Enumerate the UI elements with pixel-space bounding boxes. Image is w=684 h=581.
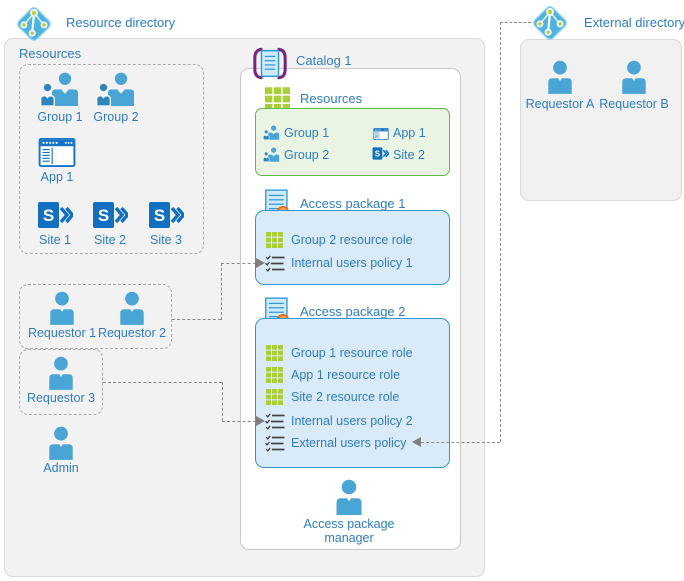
catalog-icon bbox=[252, 46, 288, 82]
requestor-3-icon bbox=[46, 356, 76, 390]
admin-icon bbox=[46, 426, 76, 460]
access-package-1-title: Access package 1 bbox=[300, 196, 406, 211]
site-3-icon bbox=[148, 199, 184, 231]
resource-role-grid-icon bbox=[266, 367, 283, 383]
requestor-a-label: Requestor A bbox=[525, 97, 595, 111]
group-2-label: Group 2 bbox=[93, 110, 139, 124]
catalog-group-2-icon bbox=[263, 147, 280, 162]
connector-requestor3-seg1 bbox=[103, 382, 222, 383]
admin-label: Admin bbox=[43, 461, 79, 475]
requestor-1-icon bbox=[47, 291, 77, 325]
access-package-manager-icon bbox=[333, 479, 365, 515]
requestors-1-2-dashed-box bbox=[19, 284, 172, 349]
site-2-icon bbox=[92, 199, 128, 231]
connector-requestors12-seg3 bbox=[221, 263, 256, 264]
requestor-2-label: Requestor 2 bbox=[97, 326, 167, 340]
arrow-into-external-users-policy bbox=[412, 437, 421, 447]
requestor-a-icon bbox=[545, 60, 575, 94]
ap2-row-label: App 1 resource role bbox=[291, 368, 401, 382]
access-package-manager-label-line1: Access package bbox=[303, 517, 395, 531]
catalog-group-1-icon bbox=[263, 125, 280, 140]
access-package-manager-label-line2: manager bbox=[324, 531, 374, 545]
connector-requestors12-seg1 bbox=[172, 319, 221, 320]
policy-checklist-icon bbox=[265, 255, 285, 272]
app-1-icon bbox=[38, 138, 76, 167]
connector-external-seg3 bbox=[421, 442, 500, 443]
policy-checklist-icon bbox=[265, 413, 285, 430]
site-3-label: Site 3 bbox=[150, 233, 182, 247]
connector-requestor3-seg3 bbox=[222, 421, 256, 422]
catalog-app-1-label: App 1 bbox=[393, 126, 426, 140]
site-1-icon bbox=[37, 199, 73, 231]
connector-external-seg2 bbox=[500, 22, 501, 442]
arrow-into-internal-policy-1 bbox=[256, 258, 265, 268]
requestor-3-label: Requestor 3 bbox=[26, 391, 96, 405]
connector-external-seg1 bbox=[500, 22, 531, 23]
catalog-site-2-label: Site 2 bbox=[393, 148, 425, 162]
catalog-resources-title: Resources bbox=[300, 91, 363, 106]
arrow-into-internal-policy-2 bbox=[256, 416, 265, 426]
site-2-label: Site 2 bbox=[94, 233, 126, 247]
site-1-label: Site 1 bbox=[39, 233, 71, 247]
app-1-label: App 1 bbox=[40, 170, 74, 184]
resource-directory-icon bbox=[12, 2, 56, 46]
requestor-b-label: Requestor B bbox=[599, 97, 669, 111]
external-directory-panel bbox=[520, 39, 682, 201]
ap2-row-label: Internal users policy 2 bbox=[291, 414, 413, 428]
policy-checklist-icon bbox=[265, 435, 285, 452]
catalog-group-1-label: Group 1 bbox=[284, 126, 330, 140]
ap1-row-label: Internal users policy 1 bbox=[291, 256, 413, 270]
catalog-group-2-label: Group 2 bbox=[284, 148, 330, 162]
group-1-label: Group 1 bbox=[37, 110, 83, 124]
ap2-row-label: Group 1 resource role bbox=[291, 346, 413, 360]
requestor-3-dashed-box bbox=[19, 349, 103, 415]
resource-role-grid-icon bbox=[266, 232, 283, 248]
external-directory-icon bbox=[528, 1, 572, 45]
resources-section-title: Resources bbox=[19, 46, 82, 61]
ap1-row-label: Group 2 resource role bbox=[291, 233, 413, 247]
group-1-icon bbox=[40, 72, 80, 106]
ap2-row-label: External users policy bbox=[291, 436, 407, 450]
requestor-2-icon bbox=[117, 291, 147, 325]
catalog-resources-box bbox=[255, 108, 450, 176]
group-2-icon bbox=[96, 72, 136, 106]
resource-role-grid-icon bbox=[266, 389, 283, 405]
catalog-site-2-icon bbox=[372, 146, 389, 161]
resources-dashed-box bbox=[19, 64, 204, 254]
access-package-2-title: Access package 2 bbox=[300, 304, 406, 319]
external-directory-title: External directory bbox=[584, 15, 684, 30]
resource-role-grid-icon bbox=[266, 345, 283, 361]
connector-requestor3-seg2 bbox=[222, 382, 223, 421]
catalog-title: Catalog 1 bbox=[296, 53, 352, 68]
ap2-row-label: Site 2 resource role bbox=[291, 390, 400, 404]
catalog-app-1-icon bbox=[373, 128, 389, 140]
connector-requestors12-seg2 bbox=[221, 263, 222, 320]
requestor-b-icon bbox=[619, 60, 649, 94]
requestor-1-label: Requestor 1 bbox=[27, 326, 97, 340]
resource-directory-title: Resource directory bbox=[66, 15, 176, 30]
access-package-1-box bbox=[255, 210, 450, 285]
